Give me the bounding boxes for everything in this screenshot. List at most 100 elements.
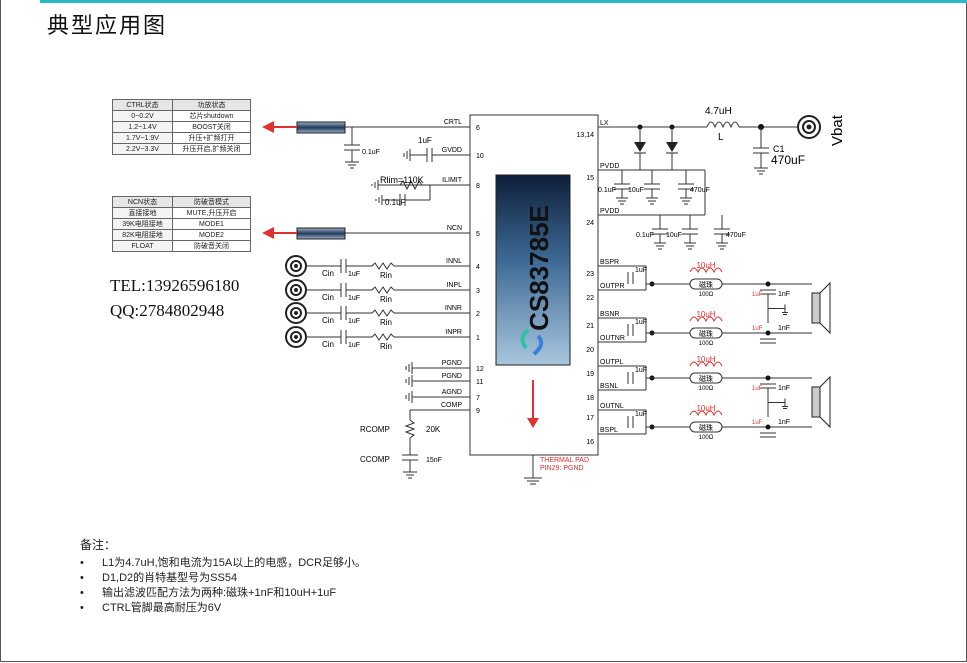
pin-number: 8 <box>476 183 480 190</box>
table-cell: 升压开启,扩频关闭 <box>172 143 251 155</box>
cin-label: Cin <box>322 293 334 302</box>
ground-symbol <box>405 375 413 387</box>
output-filters: 1uF磁珠100Ω10uH1nF1uF1uF磁珠100Ω10uH1nF1uF1u… <box>627 261 812 441</box>
pvdd-cap <box>682 228 698 235</box>
thermal-pad-label: THERMAL PAD <box>540 457 589 464</box>
table-cell: 1.2~1.4V <box>112 121 173 133</box>
pin-name-pvdd: PVDD <box>600 208 619 215</box>
pin-name-innr: INNR <box>445 305 462 312</box>
diode-d1 <box>634 142 646 152</box>
pin-number: 12 <box>476 366 484 373</box>
rcomp-resistor <box>404 419 416 439</box>
output-cap-alt-label: 1uF <box>752 420 763 426</box>
filter-inductor <box>689 410 723 417</box>
output-cap-alt-label: 1uF <box>752 386 763 392</box>
rcomp-value: 20K <box>426 425 441 434</box>
output-cap <box>760 338 776 344</box>
c1-ref: C1 <box>773 144 785 154</box>
pin-name-bsnl: BSNL <box>600 383 618 390</box>
ccomp-label: CCOMP <box>360 455 390 464</box>
page-title: 典型应用图 <box>47 14 168 39</box>
chip-outline <box>469 114 599 456</box>
pin-number: 24 <box>586 220 594 227</box>
rin-label: Rin <box>380 318 392 327</box>
notes-section: 备注： L1为4.7uH,饱和电流为15A以上的电感，DCR足够小。 D1,D2… <box>80 536 366 616</box>
output-cap-alt-label: 1uF <box>752 326 763 332</box>
pin-name-inpr: INPR <box>445 329 462 336</box>
table-cell: 芯片shutdown <box>172 110 251 122</box>
rin-label: Rin <box>380 342 392 351</box>
pvdd-cap-label: 10uF <box>666 232 682 239</box>
contact-tel: TEL:13926596180 <box>110 276 240 295</box>
pin-number: 17 <box>586 415 594 422</box>
rlim-label: Rlim=110K <box>380 175 424 185</box>
output-cap-label: 1nF <box>778 385 790 392</box>
inductor-ref: L <box>718 132 724 143</box>
pin-number: 4 <box>476 264 480 271</box>
inductor-value: 4.7uH <box>705 106 732 117</box>
rin-resistor <box>371 309 395 317</box>
bootstrap-cap <box>627 372 634 384</box>
cin-value: 1uF <box>348 342 360 349</box>
thermal-arrow-head <box>527 418 539 428</box>
note-item: CTRL管脚最高耐压为6V <box>80 601 366 616</box>
output-cap-alt-label: 1uF <box>752 292 763 298</box>
rin-label: Rin <box>380 271 392 280</box>
pin-number: 20 <box>586 347 594 354</box>
cin-cap <box>340 330 347 344</box>
rin-resistor <box>371 333 395 341</box>
pvdd-cap-label: 470uF <box>690 187 710 194</box>
chip-logo <box>520 328 530 350</box>
bootstrap-cap-label: 1uF <box>635 267 647 274</box>
ctrl-table-header-a: CTRL状态 <box>112 99 173 111</box>
pin-number: 23 <box>586 271 594 278</box>
pin-number: 18 <box>586 395 594 402</box>
output-cap <box>760 383 776 389</box>
table-cell: 升压+扩频打开 <box>172 132 251 144</box>
pin-number: 5 <box>476 231 480 238</box>
bead-resistance: 100Ω <box>699 292 714 298</box>
ground-symbol <box>405 362 413 374</box>
bead-resistance: 100Ω <box>699 435 714 441</box>
header-accent-line <box>40 0 967 3</box>
cin-value: 1uF <box>348 295 360 302</box>
rin-resistor <box>371 286 395 294</box>
note-item: L1为4.7uH,饱和电流为15A以上的电感，DCR足够小。 <box>80 556 366 571</box>
pin-name-lx: LX <box>600 120 609 127</box>
pin-name-agnd: AGND <box>442 389 462 396</box>
pin-name-innl: INNL <box>446 258 462 265</box>
cin-label: Cin <box>322 316 334 325</box>
pin-number: 9 <box>476 408 480 415</box>
ground-symbol <box>405 391 413 403</box>
output-cap-label: 1nF <box>778 325 790 332</box>
ncn-connector <box>296 227 346 240</box>
table-cell: 39K电阻接地 <box>112 218 173 230</box>
table-cell: 防破音关闭 <box>172 240 251 252</box>
pin-name-pgnd: PGND <box>442 373 462 380</box>
bootstrap-cap-label: 1uF <box>635 319 647 326</box>
chip-die <box>495 174 571 366</box>
vbat-label: Vbat <box>829 114 846 146</box>
note-item: D1,D2的肖特基型号为SS54 <box>80 571 366 586</box>
ctrl-connector <box>296 121 346 134</box>
pvdd-cap-label: 0.1uF <box>598 187 616 194</box>
pin-name-gvdd: GVDD <box>442 147 462 154</box>
cin-label: Cin <box>322 340 334 349</box>
bootstrap-cap-label: 1uF <box>635 367 647 374</box>
ctrl-table-header-b: 功放状态 <box>172 99 251 111</box>
gvdd-cap-label: 1uF <box>418 136 432 145</box>
filter-inductor-label: 10uH <box>696 261 715 270</box>
pvdd-cap-label: 470uF <box>726 232 746 239</box>
table-cell: 82K电阻接地 <box>112 229 173 241</box>
boost-inductor <box>706 121 740 129</box>
pin-number: 6 <box>476 125 480 132</box>
pin-number: 21 <box>586 323 594 330</box>
rcomp-label: RCOMP <box>360 425 390 434</box>
pin-name-bspl: BSPL <box>600 427 618 434</box>
pin-number: 3 <box>476 288 480 295</box>
table-cell: 1.7V~1.9V <box>112 132 173 144</box>
bead-label: 磁珠 <box>699 329 713 338</box>
